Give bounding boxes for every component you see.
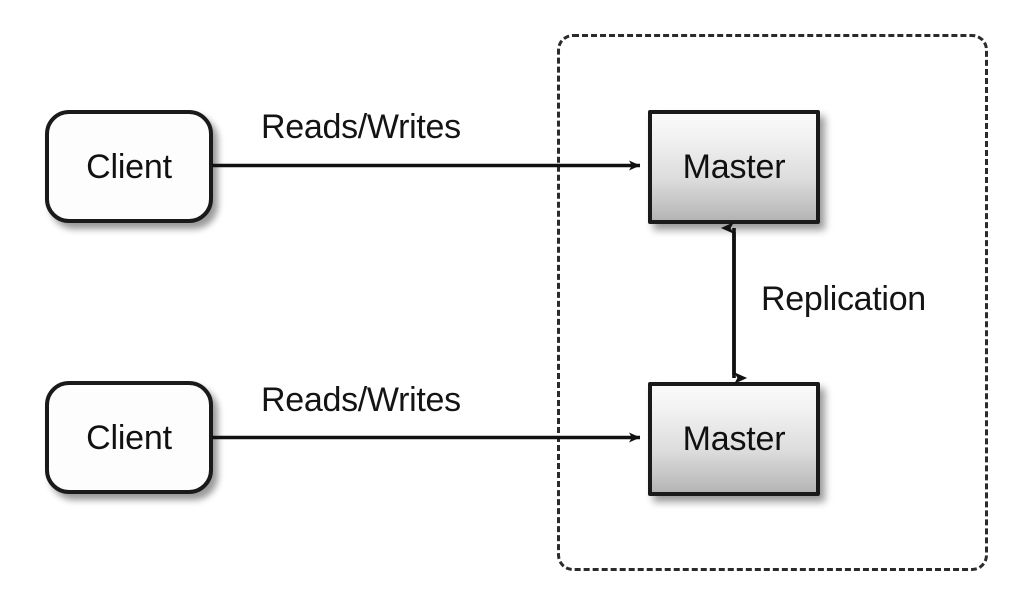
edge-label-replication: Replication — [761, 280, 926, 318]
edge-label-reads-writes-top: Reads/Writes — [261, 108, 461, 146]
node-client-bottom[interactable]: Client — [45, 381, 213, 494]
database-cluster-boundary — [557, 34, 988, 571]
node-client-top[interactable]: Client — [45, 110, 213, 223]
node-label-master-top: Master — [682, 148, 786, 186]
edge-label-reads-writes-bottom: Reads/Writes — [261, 381, 461, 419]
node-label-client-top: Client — [86, 147, 172, 186]
node-label-client-bottom: Client — [86, 418, 172, 457]
node-master-top[interactable]: Master — [648, 110, 820, 224]
node-master-bottom[interactable]: Master — [648, 382, 820, 496]
node-label-master-bottom: Master — [682, 420, 786, 458]
